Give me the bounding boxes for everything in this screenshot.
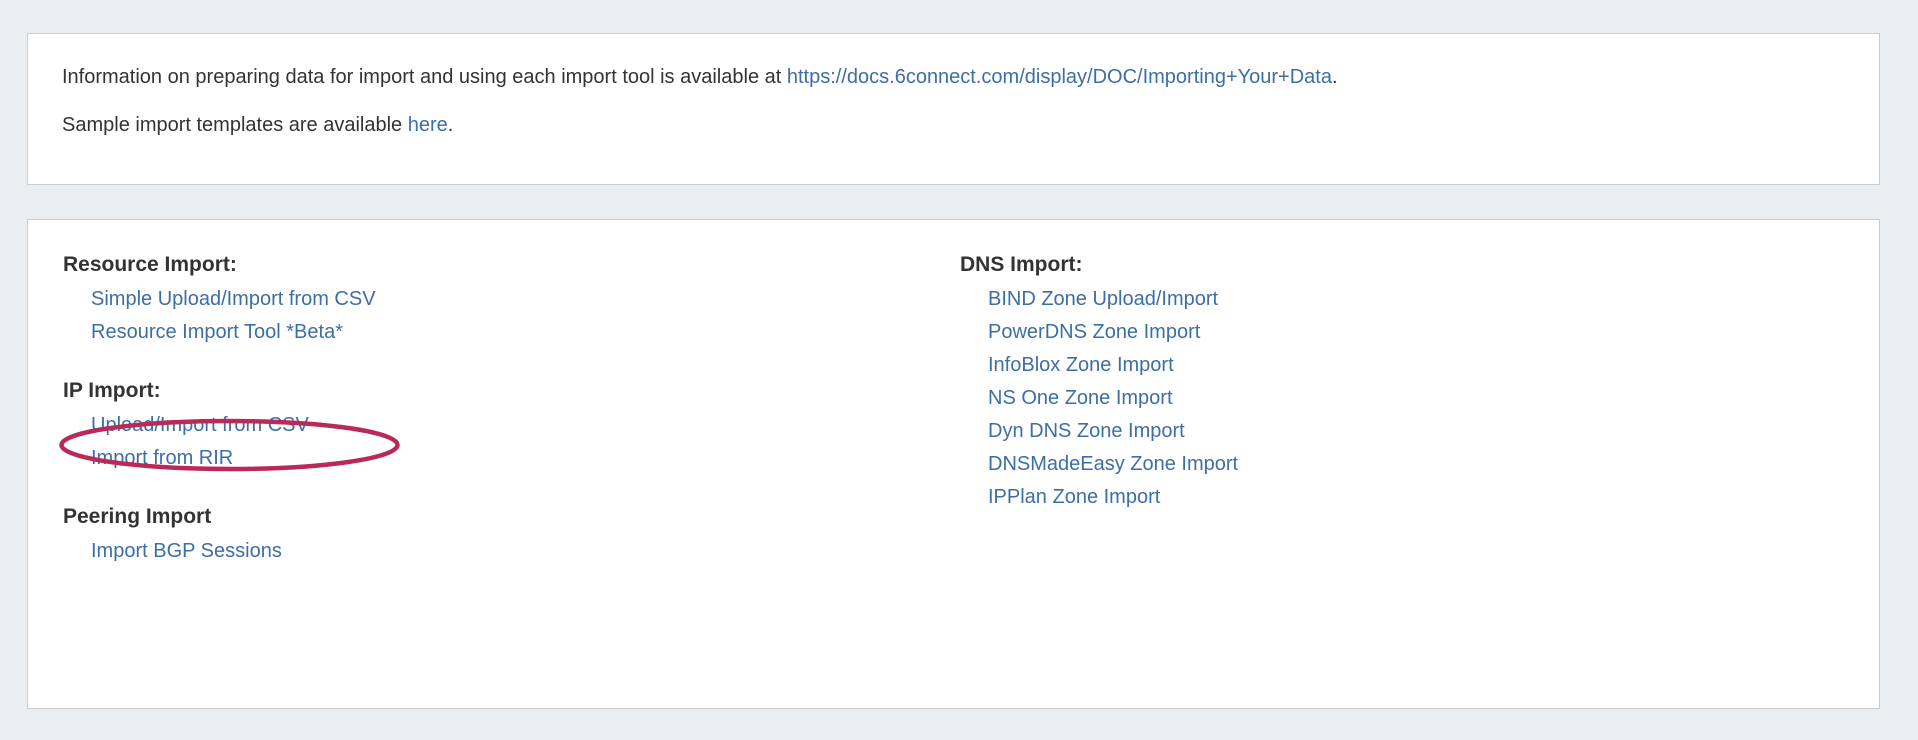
link-dyn-dns-zone-import[interactable]: Dyn DNS Zone Import bbox=[988, 420, 1185, 442]
group-ip-import: IP Import: Upload/Import from CSV Import… bbox=[63, 377, 928, 475]
links-ip-import: Upload/Import from CSV Import from RIR bbox=[63, 409, 928, 475]
link-resource-import-tool-beta[interactable]: Resource Import Tool *Beta* bbox=[91, 321, 343, 343]
link-upload-import-from-csv[interactable]: Upload/Import from CSV bbox=[91, 414, 309, 436]
right-column: DNS Import: BIND Zone Upload/Import Powe… bbox=[928, 251, 1828, 568]
link-ipplan-zone-import[interactable]: IPPlan Zone Import bbox=[988, 486, 1161, 508]
list-item: Resource Import Tool *Beta* bbox=[91, 316, 928, 349]
link-bind-zone-upload-import[interactable]: BIND Zone Upload/Import bbox=[988, 288, 1219, 310]
info-line-docs-period: . bbox=[1331, 66, 1338, 88]
list-item: InfoBlox Zone Import bbox=[988, 349, 1828, 382]
link-simple-upload-import-from-csv[interactable]: Simple Upload/Import from CSV bbox=[91, 288, 376, 310]
left-column: Resource Import: Simple Upload/Import fr… bbox=[28, 251, 928, 568]
templates-here-link[interactable]: here bbox=[407, 114, 448, 136]
group-dns-import: DNS Import: BIND Zone Upload/Import Powe… bbox=[960, 251, 1828, 514]
links-resource-import: Simple Upload/Import from CSV Resource I… bbox=[63, 283, 928, 349]
info-line-templates: Sample import templates are available he… bbox=[62, 112, 1845, 138]
info-line-docs-text: Information on preparing data for import… bbox=[62, 66, 787, 88]
link-import-bgp-sessions[interactable]: Import BGP Sessions bbox=[91, 540, 282, 562]
list-item: DNSMadeEasy Zone Import bbox=[988, 448, 1828, 481]
heading-dns-import: DNS Import: bbox=[960, 253, 1083, 276]
list-item: Import from RIR bbox=[91, 442, 928, 475]
list-item: BIND Zone Upload/Import bbox=[988, 283, 1828, 316]
link-import-from-rir[interactable]: Import from RIR bbox=[91, 447, 234, 469]
import-tools-panel: Resource Import: Simple Upload/Import fr… bbox=[27, 219, 1880, 709]
import-tools-columns: Resource Import: Simple Upload/Import fr… bbox=[28, 220, 1879, 568]
list-item: Upload/Import from CSV bbox=[91, 409, 928, 442]
docs-url-link[interactable]: https://docs.6connect.com/display/DOC/Im… bbox=[786, 66, 1332, 88]
group-peering-import: Peering Import Import BGP Sessions bbox=[63, 503, 928, 568]
list-item: NS One Zone Import bbox=[988, 382, 1828, 415]
links-dns-import: BIND Zone Upload/Import PowerDNS Zone Im… bbox=[960, 283, 1828, 514]
info-line-docs: Information on preparing data for import… bbox=[62, 64, 1845, 90]
links-peering-import: Import BGP Sessions bbox=[63, 535, 928, 568]
link-powerdns-zone-import[interactable]: PowerDNS Zone Import bbox=[988, 321, 1201, 343]
heading-peering-import: Peering Import bbox=[63, 505, 212, 528]
heading-ip-import: IP Import: bbox=[63, 379, 161, 402]
list-item: PowerDNS Zone Import bbox=[988, 316, 1828, 349]
list-item: IPPlan Zone Import bbox=[988, 481, 1828, 514]
group-resource-import: Resource Import: Simple Upload/Import fr… bbox=[63, 251, 928, 349]
heading-resource-import: Resource Import: bbox=[63, 253, 237, 276]
list-item: Simple Upload/Import from CSV bbox=[91, 283, 928, 316]
info-line-templates-period: . bbox=[447, 114, 454, 136]
info-line-templates-text: Sample import templates are available bbox=[62, 114, 408, 136]
link-ns-one-zone-import[interactable]: NS One Zone Import bbox=[988, 387, 1173, 409]
link-infoblox-zone-import[interactable]: InfoBlox Zone Import bbox=[988, 354, 1174, 376]
info-panel: Information on preparing data for import… bbox=[27, 33, 1880, 185]
list-item: Import BGP Sessions bbox=[91, 535, 928, 568]
list-item: Dyn DNS Zone Import bbox=[988, 415, 1828, 448]
link-dnsmadeeasy-zone-import[interactable]: DNSMadeEasy Zone Import bbox=[988, 453, 1239, 475]
